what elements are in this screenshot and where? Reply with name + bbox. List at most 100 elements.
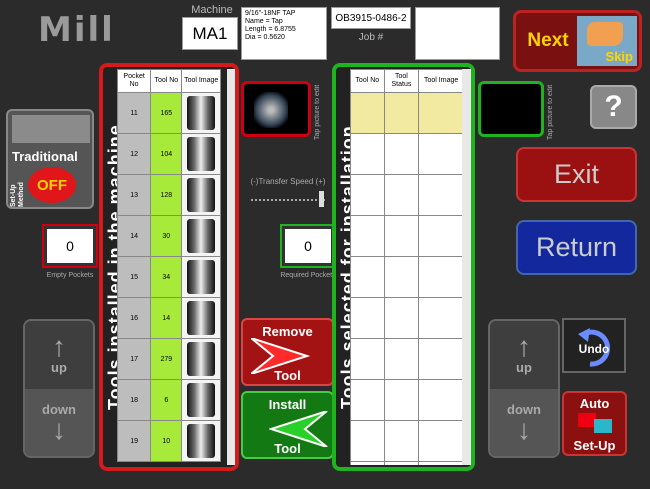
table-row[interactable]: [350, 215, 464, 257]
tool-info-line4: Dia = 0.5620: [245, 34, 285, 41]
tool-no-cell: 128: [150, 174, 183, 216]
install-arrow-icon: [269, 411, 328, 447]
auto-setup-button[interactable]: Auto Set-Up: [562, 391, 627, 456]
tool-no-cell: 6: [150, 379, 183, 421]
table-row[interactable]: [350, 420, 464, 462]
remove-tool-button[interactable]: Remove Tool: [241, 318, 334, 386]
tool-no-cell: 10: [150, 420, 183, 462]
sel-tool-image-cell: [418, 379, 464, 421]
install-tool-label: Tool: [274, 441, 301, 456]
tool-image-cell: [181, 420, 221, 462]
table-row[interactable]: [350, 338, 464, 380]
selected-scrollbar[interactable]: [462, 69, 471, 465]
installed-scrollbar[interactable]: [227, 69, 235, 465]
tool-image-cell: [181, 215, 221, 257]
sel-tool-no-cell: [350, 297, 385, 339]
right-up-down-control[interactable]: ↑up down↓: [488, 319, 560, 458]
pocket-cell: 18: [117, 379, 152, 421]
sel-tool-status-cell: [383, 92, 420, 134]
right-down-button[interactable]: down↓: [490, 388, 558, 456]
table-row[interactable]: [350, 133, 464, 175]
tool-thumbnail-icon: [187, 96, 216, 130]
app-title: Mill: [38, 10, 115, 50]
skip-button[interactable]: Skip: [577, 16, 637, 66]
table-row[interactable]: [350, 461, 464, 465]
tool-no-cell: 14: [150, 297, 183, 339]
transfer-speed-label: (-)Transfer Speed (+): [250, 177, 326, 186]
required-pockets-count: 0: [282, 226, 334, 266]
down-arrow-icon: ↓: [517, 413, 531, 445]
install-tool-button[interactable]: Install Tool: [241, 391, 334, 459]
job-number: OB3915-0486-2: [331, 7, 411, 29]
tool-image-cell: [181, 338, 221, 380]
sel-tool-status-cell: [383, 174, 420, 216]
auto-label: Auto: [579, 396, 610, 411]
slider-thumb[interactable]: [319, 191, 324, 207]
left-down-button[interactable]: down↓: [25, 388, 93, 456]
table-row[interactable]: [350, 92, 464, 134]
tool-thumbnail-icon: [187, 219, 216, 253]
tool-thumbnail-icon: [187, 137, 216, 171]
selected-tool-preview[interactable]: [478, 81, 544, 137]
setup-label: Set-Up: [573, 438, 616, 453]
traditional-setup-toggle[interactable]: Traditional Set-Up Method OFF: [6, 109, 94, 209]
blank-info-box: [415, 7, 500, 60]
tool-thumbnail-icon: [187, 178, 216, 212]
off-state-badge[interactable]: OFF: [28, 167, 76, 203]
selected-tools-table[interactable]: Tool No Tool Status Tool Image: [350, 69, 464, 465]
right-up-button[interactable]: ↑up: [490, 321, 558, 390]
traditional-label: Traditional: [12, 149, 78, 164]
sel-tool-status-cell: [383, 133, 420, 175]
table-row[interactable]: [350, 297, 464, 339]
undo-label: Undo: [578, 342, 610, 356]
sel-tool-image-cell: [418, 297, 464, 339]
pocket-cell: 11: [117, 92, 152, 134]
machine-value[interactable]: MA1: [182, 17, 238, 50]
tool-no-header: Tool No: [150, 69, 183, 93]
next-button[interactable]: Next: [519, 16, 577, 66]
tap-tool-icon: [254, 92, 288, 128]
tool-info-line1: 9/16"-18NF TAP: [245, 10, 296, 17]
table-row[interactable]: [350, 174, 464, 216]
sel-tool-no-cell: [350, 338, 385, 380]
help-button[interactable]: ?: [590, 85, 637, 129]
undo-button[interactable]: Undo: [562, 318, 626, 373]
left-up-button[interactable]: ↑up: [25, 321, 93, 390]
machine-label: Machine: [191, 4, 233, 16]
table-row[interactable]: [350, 379, 464, 421]
install-label: Install: [268, 397, 307, 412]
table-row[interactable]: [350, 256, 464, 298]
return-button[interactable]: Return: [516, 220, 637, 275]
sel-tool-image-header: Tool Image: [418, 69, 464, 93]
slider-track[interactable]: [251, 199, 325, 201]
remove-label: Remove: [262, 324, 313, 339]
next-skip-button[interactable]: Next Skip: [513, 10, 642, 72]
sel-tool-no-cell: [350, 379, 385, 421]
exit-button[interactable]: Exit: [516, 147, 637, 202]
sel-tool-no-cell: [350, 420, 385, 462]
tool-thumbnail-icon: [187, 301, 216, 335]
transfer-speed-slider[interactable]: (-)Transfer Speed (+): [247, 177, 329, 217]
tool-preview-image[interactable]: [241, 81, 311, 137]
tool-no-cell: 34: [150, 256, 183, 298]
sel-tool-status-cell: [383, 338, 420, 380]
left-up-down-control[interactable]: ↑up down↓: [23, 319, 95, 458]
remove-tool-label: Tool: [274, 368, 301, 383]
sel-tool-image-cell: [418, 92, 464, 134]
tool-no-cell: 104: [150, 133, 183, 175]
tool-no-cell: 30: [150, 215, 183, 257]
pocket-cell: 15: [117, 256, 152, 298]
puzzle-red-icon: [578, 413, 596, 427]
sel-tool-no-cell: [350, 256, 385, 298]
undo-arrow-icon: [578, 328, 611, 367]
